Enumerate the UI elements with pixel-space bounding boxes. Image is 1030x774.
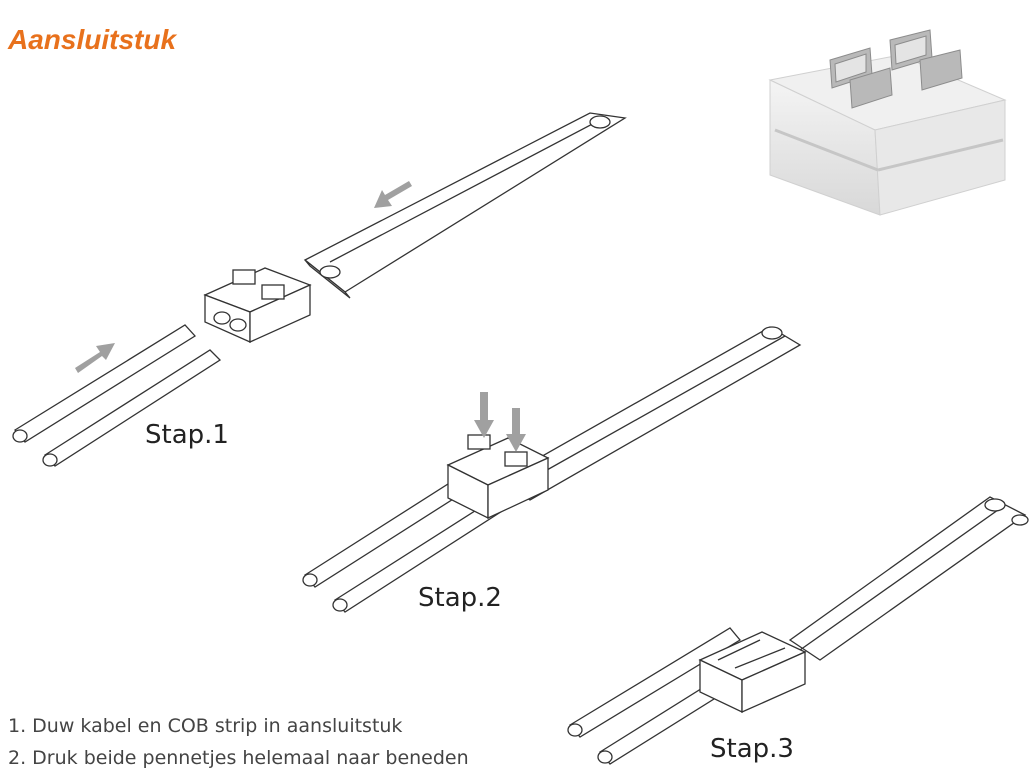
step1-illustration (12, 112, 627, 467)
connector-photo (768, 29, 1007, 216)
step-label-2: Stap.2 (418, 583, 502, 613)
step-label-3: Stap.3 (710, 734, 794, 764)
step3-illustration (567, 496, 1029, 765)
step2-illustration (302, 326, 802, 613)
step1-arrows (75, 181, 412, 373)
instruction-item: 1. Duw kabel en COB strip in aansluitstu… (8, 715, 403, 737)
instruction-list: 1. Duw kabel en COB strip in aansluitstu… (8, 710, 469, 774)
instruction-item: 2. Druk beide pennetjes helemaal naar be… (8, 747, 469, 769)
step-label-1: Stap.1 (145, 420, 229, 450)
step2-arrows (474, 392, 526, 452)
page-title: Aansluitstuk (8, 24, 177, 55)
